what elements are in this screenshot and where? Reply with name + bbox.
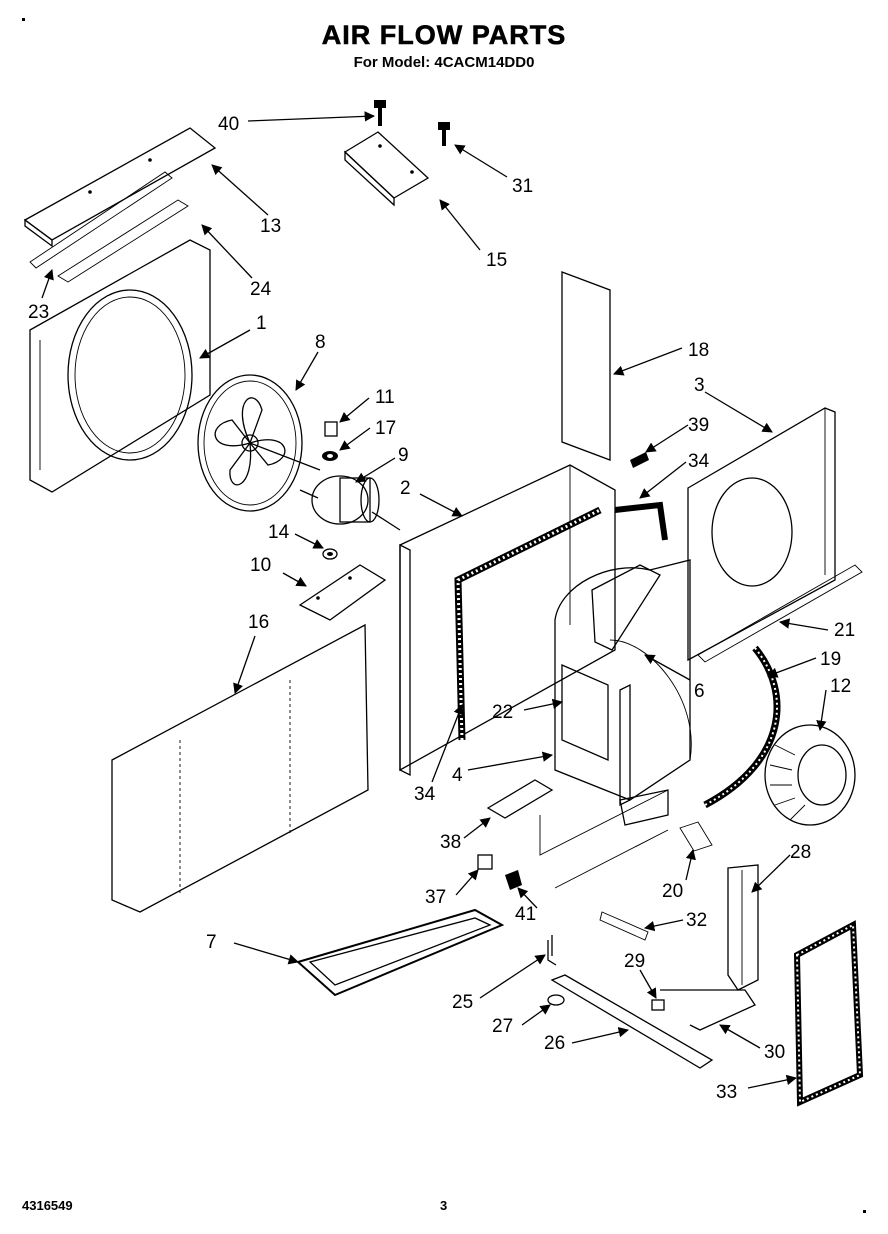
callout-25: 25 <box>452 992 473 1013</box>
part-13-top-panel <box>23 127 217 248</box>
callout-34-upper: 34 <box>688 451 710 472</box>
callout-numbers: 40 31 13 15 24 23 1 8 18 3 11 39 17 9 34… <box>28 114 855 1103</box>
part-38-pad <box>486 779 554 819</box>
part-34-gasket-upper <box>614 501 668 541</box>
callout-1: 1 <box>256 313 267 334</box>
callout-23: 23 <box>28 302 49 323</box>
part-21-strip <box>697 564 863 663</box>
scan-speck <box>863 1210 866 1213</box>
part-6-partition <box>591 564 661 651</box>
callout-28: 28 <box>790 842 811 863</box>
callout-12: 12 <box>830 676 851 697</box>
callout-32: 32 <box>686 910 707 931</box>
callout-13: 13 <box>260 216 281 237</box>
part-14-grommet <box>322 548 338 560</box>
part-18-filter <box>561 271 611 461</box>
part-37-clip <box>477 854 493 870</box>
callout-22: 22 <box>492 702 513 723</box>
callout-29: 29 <box>624 951 645 972</box>
callout-19: 19 <box>820 649 841 670</box>
part-26-rail <box>550 974 714 1069</box>
callout-30: 30 <box>764 1042 785 1063</box>
callout-24: 24 <box>250 279 272 300</box>
callout-40: 40 <box>218 114 239 135</box>
callout-17: 17 <box>375 418 396 439</box>
scan-speck <box>22 18 25 21</box>
part-7-gasket-ring <box>295 908 505 997</box>
page-title: AIR FLOW PARTS <box>321 20 567 51</box>
part-11-nut <box>324 421 338 437</box>
part-9-motor <box>299 475 401 531</box>
part-12-blower-wheel <box>764 724 856 826</box>
part-34-gasket-left <box>454 506 602 741</box>
part-15-bracket <box>343 131 430 207</box>
callout-7: 7 <box>206 932 217 953</box>
callout-4: 4 <box>452 765 463 786</box>
callout-37: 37 <box>425 887 446 908</box>
part-22-insert <box>561 664 609 761</box>
part-2-back-panel <box>399 464 616 777</box>
part-10-motor-mount <box>298 564 387 621</box>
part-41-screw <box>505 870 522 890</box>
page-number: 3 <box>440 1198 448 1213</box>
part-39-screw <box>630 452 649 468</box>
callout-39: 39 <box>688 415 709 436</box>
callout-10: 10 <box>250 555 271 576</box>
part-8-fan-blade <box>197 374 321 512</box>
callout-33: 33 <box>716 1082 737 1103</box>
callout-2: 2 <box>400 478 411 499</box>
callout-6: 6 <box>694 681 705 702</box>
part-40-screw <box>374 100 386 126</box>
document-number: 4316549 <box>22 1198 73 1213</box>
callout-16: 16 <box>248 612 269 633</box>
callout-8: 8 <box>315 332 326 353</box>
part-27-washer <box>547 994 565 1006</box>
callout-20: 20 <box>662 881 683 902</box>
callout-34-lower: 34 <box>414 784 436 805</box>
callout-9: 9 <box>398 445 409 466</box>
part-1-fan-shroud <box>29 239 211 493</box>
part-32-strip <box>599 911 649 941</box>
base-frame-lines <box>539 789 669 889</box>
callout-18: 18 <box>688 340 709 361</box>
callout-21: 21 <box>834 620 855 641</box>
callout-3: 3 <box>694 375 705 396</box>
leader-lines <box>41 111 829 1089</box>
callout-15: 15 <box>486 250 507 271</box>
part-28-channel <box>727 864 759 991</box>
part-17-washer <box>322 451 338 461</box>
part-3-front-panel <box>687 407 836 662</box>
part-30-bracket <box>660 989 756 1031</box>
part-33-gasket-frame <box>793 920 864 1107</box>
part-29-clip <box>651 999 665 1011</box>
model-subtitle: For Model: 4CACM14DD0 <box>353 54 535 71</box>
callout-26: 26 <box>544 1033 565 1054</box>
callout-11: 11 <box>375 387 395 408</box>
part-20-block <box>679 821 713 852</box>
part-25-bracket <box>547 935 557 966</box>
callout-27: 27 <box>492 1016 513 1037</box>
callout-38: 38 <box>440 832 461 853</box>
part-24-gasket <box>57 199 189 283</box>
callout-31: 31 <box>512 176 533 197</box>
part-23-gasket <box>29 171 173 269</box>
callout-41: 41 <box>515 904 536 925</box>
part-31-screw <box>438 122 450 146</box>
part-16-condenser-coil <box>111 623 369 913</box>
callout-14: 14 <box>268 522 290 543</box>
part-4-scroll-housing <box>554 559 692 807</box>
part-19-gasket <box>703 645 781 809</box>
